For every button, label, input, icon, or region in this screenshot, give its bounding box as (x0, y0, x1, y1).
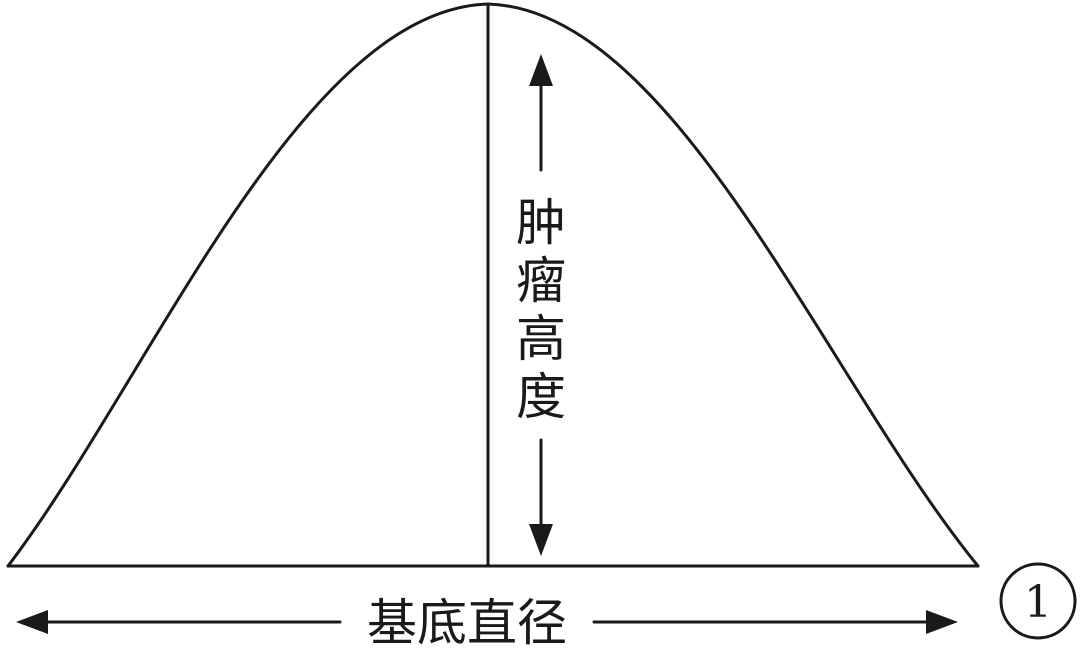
height-arrow-down-head (529, 524, 553, 556)
base-arrow-left-head (16, 610, 48, 634)
height-label-char-4: 度 (516, 368, 566, 426)
height-label-char-2: 瘤 (516, 252, 566, 310)
figure-number-circle (999, 562, 1077, 640)
height-arrow-up-head (529, 54, 553, 86)
height-label-char-3: 高 (516, 310, 566, 368)
base-diameter-label: 基底直径 (367, 594, 567, 652)
height-label-char-1: 肿 (516, 194, 566, 252)
tumor-profile-curve (6, 2, 980, 568)
base-arrow-right-head (926, 610, 958, 634)
height-label: 肿 瘤 高 度 (516, 194, 566, 426)
figure-number-badge: 1 (999, 562, 1077, 640)
figure-number-text: 1 (1024, 577, 1052, 628)
